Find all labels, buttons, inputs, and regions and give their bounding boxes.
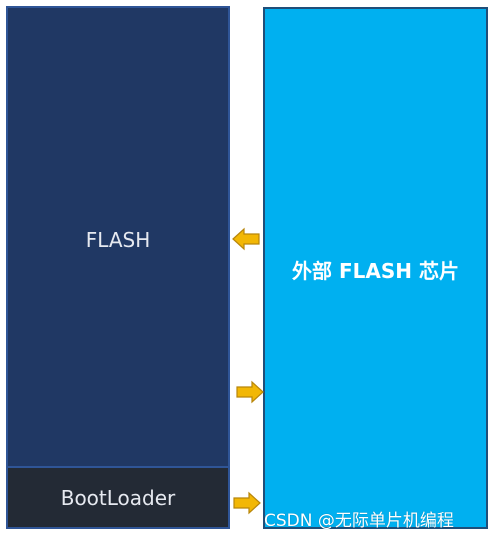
bootloader-label: BootLoader xyxy=(60,486,176,510)
arrow-left-icon xyxy=(232,227,260,251)
external-flash-label: 外部 FLASH 芯片 xyxy=(292,259,459,283)
flash-label: FLASH xyxy=(85,228,151,252)
flash-memory-block: FLASH xyxy=(6,6,230,468)
watermark-text: CSDN @无际单片机编程 xyxy=(264,511,454,531)
arrow-right-icon xyxy=(236,380,264,404)
external-flash-chip-block: 外部 FLASH 芯片 xyxy=(263,7,488,529)
arrow-right-icon xyxy=(233,491,261,515)
bootloader-block: BootLoader xyxy=(6,466,230,529)
